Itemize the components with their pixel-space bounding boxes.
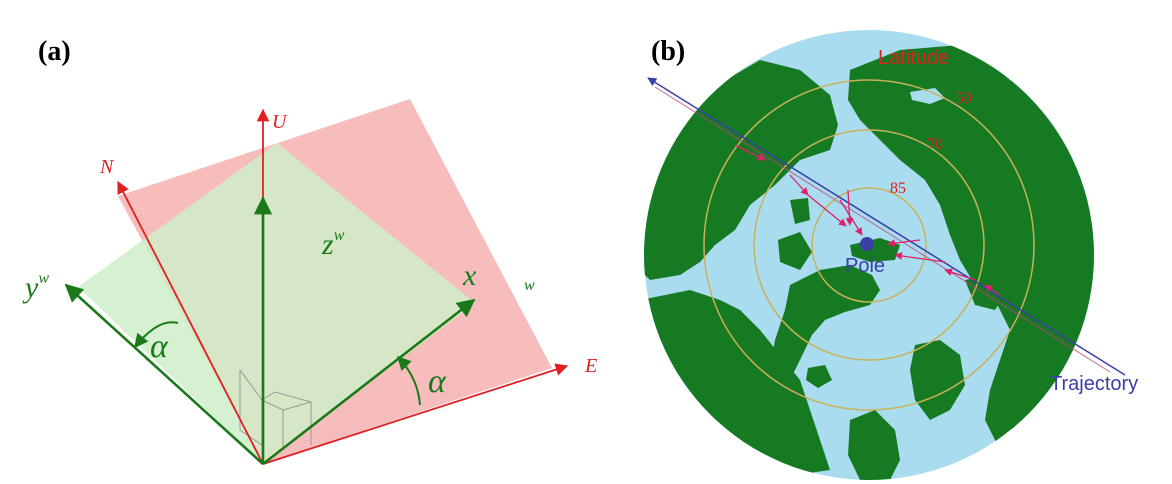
axis-x-line: [262, 298, 476, 466]
trajectory-line: [647, 77, 1126, 376]
latitude-title: Latitude: [878, 47, 949, 69]
axis-x-label: x: [462, 259, 477, 292]
angle-alpha-left: α: [150, 328, 169, 365]
axis-yw-line: [64, 283, 264, 465]
latitude-circle-85: [811, 187, 927, 303]
panel-a: (a) U N E zw yw x w α α: [22, 36, 597, 466]
axis-zw-label: zw: [321, 227, 345, 261]
latitude-circle-50: [703, 79, 1035, 411]
latitude-circles: [703, 79, 1035, 411]
axis-N-label: N: [99, 156, 115, 178]
latitude-label-50: 50: [956, 90, 972, 107]
pole-marker: [860, 237, 874, 251]
axis-E-line: [262, 363, 569, 465]
latitude-circle-70: [753, 129, 985, 361]
axis-N-line: [117, 180, 264, 465]
trajectory-line-shadow: [654, 86, 1111, 373]
trajectory-label: Trajectory: [1050, 373, 1138, 395]
pole-label: Pole: [845, 255, 885, 277]
green-plane: [78, 143, 475, 464]
axis-yw-label: yw: [22, 270, 49, 304]
plane-w-label: w: [524, 277, 535, 294]
latitude-label-85: 85: [890, 180, 906, 197]
angle-alpha-right: α: [428, 363, 447, 400]
panel-a-label: (a): [38, 36, 71, 67]
latitude-label-70: 70: [927, 136, 943, 153]
panel-b: (b): [644, 30, 1138, 480]
angle-arc-left: [134, 321, 179, 349]
panel-b-label: (b): [651, 36, 685, 67]
angle-arc-right: [397, 355, 421, 406]
pole-arrows: [734, 144, 1001, 296]
axis-E-label: E: [584, 355, 597, 377]
axis-U-label: U: [272, 111, 288, 133]
